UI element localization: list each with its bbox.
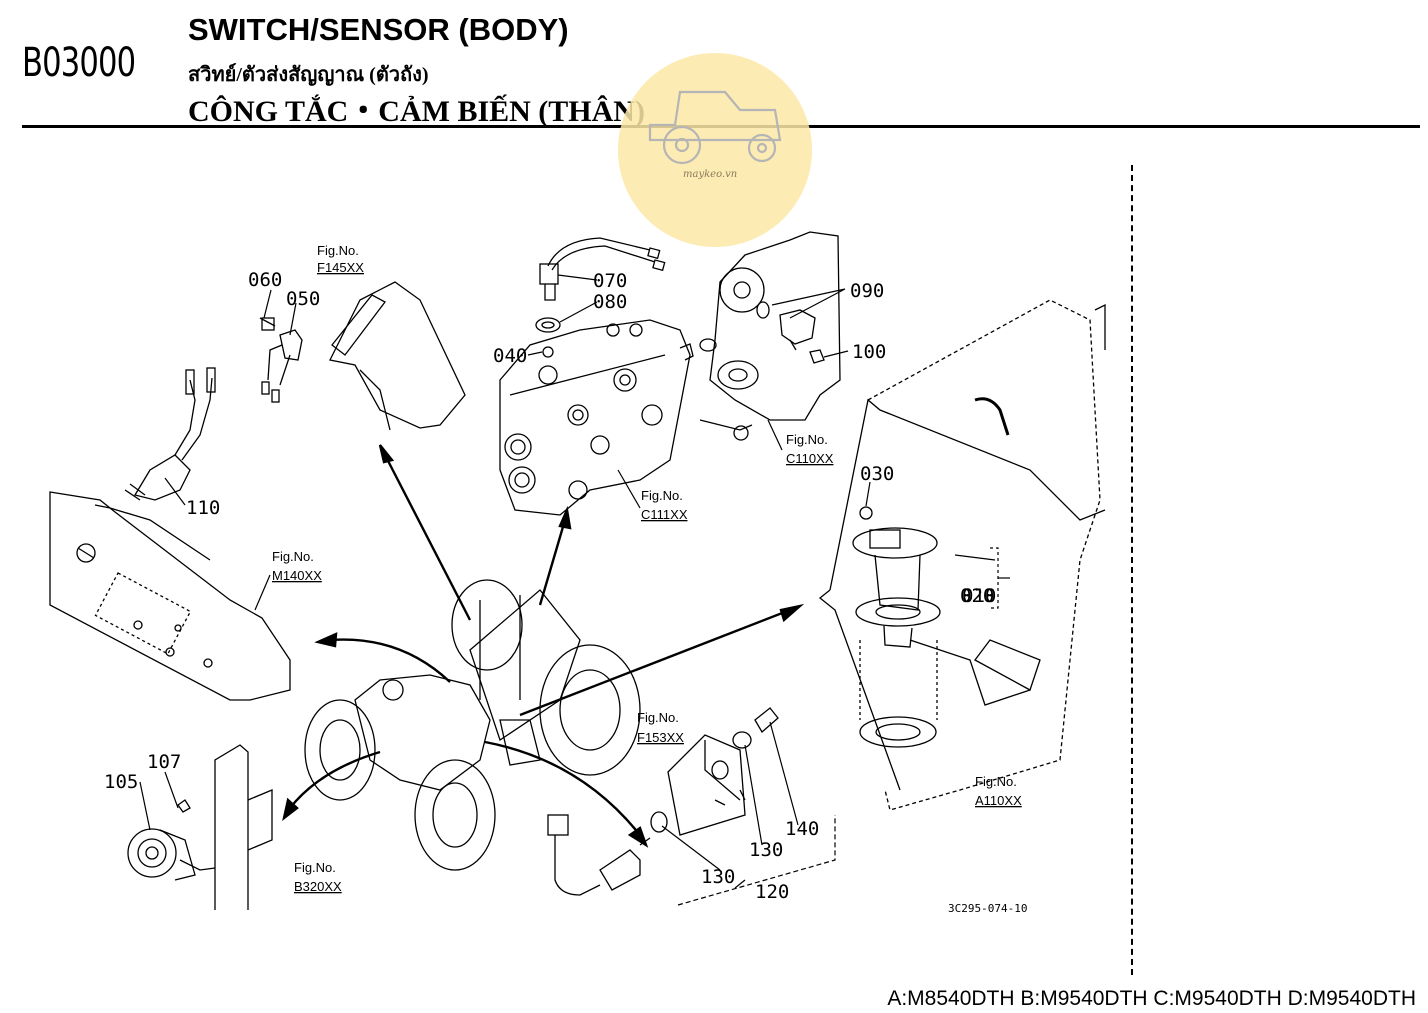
direction-arrows [282,444,805,848]
fig-ref-m140-code: M140XX [272,568,322,583]
part-040-ball [542,346,554,358]
page-divider-dashed [1131,165,1133,975]
fig-ref-f145-code: F145XX [317,260,364,275]
part-050-060-switch [259,317,303,403]
callout-040: 040 [493,345,527,367]
model-applicability: A:M8540DTH B:M9540DTH C:M9540DTH D:M9540… [887,987,1416,1010]
fig-ref-m140-label: Fig.No. [272,549,314,564]
leader-lines [139,274,1010,906]
callout-010: 010 [962,585,996,607]
part-120-switch-harness [547,814,651,896]
fig-ref-a110-label: Fig.No. [975,774,1017,789]
fig-ref-a110-code: A110XX [975,793,1022,808]
part-110-sensor [124,367,216,501]
horn-bracket-b320 [179,744,273,910]
tank-mounting-ring [859,716,937,748]
part-080-washer [535,317,561,333]
figure-references: Fig.No. F145XX Fig.No. C111XX Fig.No. C1… [272,243,1027,915]
title-english: SWITCH/SENSOR (BODY) [188,12,569,47]
part-107-bolt [177,799,191,813]
engine-block-c110 [699,231,841,441]
callout-140: 140 [785,818,819,840]
fig-ref-c111-label: Fig.No. [641,488,683,503]
bracket-f145 [329,281,466,431]
part-130-washer-lower [650,811,668,833]
part-100-bolt [809,349,825,364]
bracket-f153 [667,734,746,836]
horn-105 [127,828,196,881]
callout-030: 030 [860,463,894,485]
watermark-text: maykeo.vn [683,169,737,180]
part-070-sensor [539,237,666,301]
callout-070: 070 [593,270,627,292]
callout-100: 100 [852,341,886,363]
title-vietnamese: CÔNG TẮC・CẢM BIẾN (THÂN) [188,95,645,128]
part-090-oring [756,301,770,319]
fig-ref-f145-label: Fig.No. [317,243,359,258]
callout-130-upper: 130 [749,839,783,861]
callout-090: 090 [850,280,884,302]
callout-060: 060 [248,269,282,291]
fuel-sender-010 [852,527,1041,706]
watermark-logo: maykeo.vn [618,53,812,247]
title-thai: สวิทย์/ตัวส่งสัญญาณ (ตัวถัง) [188,64,429,86]
fig-ref-c110-code: C110XX [786,451,834,466]
part-090-sensor [779,309,816,351]
left-side-panel [49,491,291,701]
fig-ref-f153-label: Fig.No. [637,710,679,725]
part-130-washer-upper [732,731,752,749]
fig-ref-c111-code: C111XX [641,507,688,522]
fig-ref-b320-code: B320XX [294,879,342,894]
callout-labels: 010 020 030 040 050 060 070 080 090 100 … [104,269,996,903]
fig-ref-b320-label: Fig.No. [294,860,336,875]
tractor-illustration [304,579,641,871]
part-140-switch [754,707,779,734]
fuel-tank-a110 [818,299,1106,811]
callout-120: 120 [755,881,789,903]
section-code: B03000 [22,40,136,86]
fig-ref-c110-label: Fig.No. [786,432,828,447]
part-030-nut [859,506,873,520]
drawing-number: 3C295-074-10 [948,902,1027,915]
callout-110: 110 [186,497,220,519]
callout-050: 050 [286,288,320,310]
callout-020: 020 [960,585,994,607]
valve-body-c111 [499,319,694,516]
callout-130-lower: 130 [701,866,735,888]
fig-ref-f153-code: F153XX [637,730,684,745]
callout-105: 105 [104,771,138,793]
callout-080: 080 [593,291,627,313]
callout-107: 107 [147,751,181,773]
